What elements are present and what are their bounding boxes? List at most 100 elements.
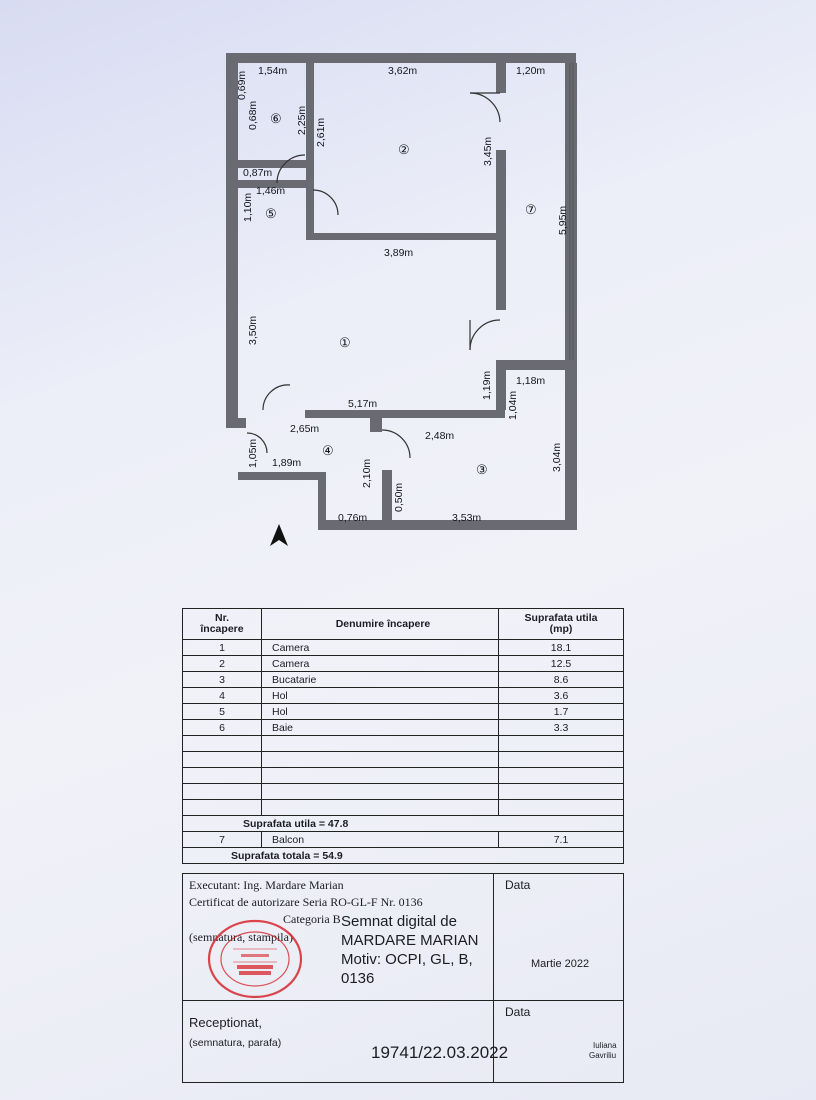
table-row-empty [182,783,624,800]
dim-label: 0,50m [393,483,405,512]
dim-label: 1,20m [516,65,545,77]
cell: 3.6 [498,687,624,704]
cell: 4 [182,687,262,704]
dim-label: 3,53m [452,512,481,524]
date-value: Martie 2022 [531,958,590,970]
walls [226,53,577,530]
registration-number: 19741/22.03.2022 [371,1043,509,1062]
dim-label: 1,04m [507,391,519,420]
useful-total-row: Suprafata utila = 47.8 [182,815,624,832]
dimension-labels: 1,54m 3,62m 1,20m 0,69m 0,68m 2,25m 2,61… [236,65,569,524]
room-numbers: ① ② ③ ④ ⑤ ⑥ ⑦ [265,112,537,478]
dim-label: 3,89m [384,247,413,259]
col-area-header: Suprafata utila (mp) [498,608,624,640]
dim-label: 5,17m [348,398,377,410]
dim-label: 2,25m [296,106,308,135]
dim-label: 0,76m [338,512,367,524]
receiver-name: Gavriliu [589,1051,617,1060]
received-label: Receptionat, [189,1015,262,1030]
table-header: Nr. încapere Denumire încapere Suprafata… [182,608,624,640]
dim-label: 0,87m [243,167,272,179]
table-row-empty [182,799,624,816]
received-sign-label: (semnatura, parafa) [189,1037,282,1049]
cell: 7.1 [498,831,624,848]
dim-label: 1,10m [242,193,254,222]
digital-signature: Semnat digital de MARDARE MARIAN Motiv: … [341,912,479,988]
dim-label: 2,48m [425,430,454,442]
table-row-empty [182,735,624,752]
dim-label: 1,46m [256,185,285,197]
dim-label: 2,61m [315,118,327,147]
divider [183,1000,623,1001]
cell: Bucatarie [261,671,499,688]
table-row-balcony: 7 Balcon 7.1 [182,831,624,848]
dim-label: 1,54m [258,65,287,77]
table-row: 4 Hol 3.6 [182,687,624,704]
room-number: ⑤ [265,207,277,222]
room-number: ② [398,143,410,158]
dim-label: 0,68m [247,101,259,130]
dim-label: 5,95m [557,206,569,235]
digital-line: 0136 [341,970,375,987]
divider [493,874,494,1082]
door-arcs [246,92,501,459]
cell: Balcon [261,831,499,848]
digital-line: Semnat digital de [341,913,457,930]
col-nr-header: Nr. încapere [182,608,262,640]
room-number: ④ [322,444,334,459]
grand-total: Suprafata totala = 54.9 [182,847,624,864]
table-row: 3 Bucatarie 8.6 [182,671,624,688]
dim-label: 3,45m [482,137,494,166]
cell: 1.7 [498,703,624,720]
room-number: ⑥ [270,112,282,127]
dim-label: 3,04m [551,443,563,472]
receiver-name: Iuliana [593,1041,617,1050]
table-row-empty [182,767,624,784]
table-row: 6 Baie 3.3 [182,719,624,736]
cell: 5 [182,703,262,720]
cell: 18.1 [498,639,624,656]
rooms-table: Nr. încapere Denumire încapere Suprafata… [182,608,624,864]
room-number: ① [339,336,351,351]
col-name-header: Denumire încapere [261,608,499,640]
dim-label: 1,89m [272,457,301,469]
dim-label: 3,62m [388,65,417,77]
dim-label: 1,18m [516,375,545,387]
table-row-empty [182,751,624,768]
cell: 7 [182,831,262,848]
room-number: ③ [476,463,488,478]
digital-line: MARDARE MARIAN [341,932,479,949]
table-row: 1 Camera 18.1 [182,639,624,656]
signature-box: Executant: Ing. Mardare Marian Certifica… [182,873,624,1083]
cell: 6 [182,719,262,736]
dim-label: 3,50m [247,316,259,345]
certificate-label: Certificat de autorizare Seria RO-GL-F N… [189,895,423,909]
cell: 2 [182,655,262,672]
executant-label: Executant: Ing. Mardare Marian [189,878,344,892]
dim-label: 2,10m [361,459,373,488]
floor-plan: 1,54m 3,62m 1,20m 0,69m 0,68m 2,25m 2,61… [226,53,577,546]
dim-label: 1,05m [247,439,259,468]
digital-line: Motiv: OCPI, GL, B, [341,951,473,968]
balcony-rail [569,63,574,360]
dim-label: 0,69m [236,71,248,100]
cell: Hol [261,703,499,720]
cell: 3.3 [498,719,624,736]
data-label-2: Data [505,1005,531,1019]
data-label: Data [505,878,531,892]
grand-total-row: Suprafata totala = 54.9 [182,847,624,864]
room-number: ⑦ [525,203,537,218]
table-row: 5 Hol 1.7 [182,703,624,720]
table-row: 2 Camera 12.5 [182,655,624,672]
cell: 8.6 [498,671,624,688]
dim-label: 1,19m [481,371,493,400]
dim-label: 2,65m [290,423,319,435]
red-stamp-icon [207,919,303,999]
cell: Hol [261,687,499,704]
north-arrow-icon [270,524,288,546]
cell: 12.5 [498,655,624,672]
cell: 1 [182,639,262,656]
cell: Baie [261,719,499,736]
cell: Camera [261,639,499,656]
useful-total: Suprafata utila = 47.8 [182,815,624,832]
